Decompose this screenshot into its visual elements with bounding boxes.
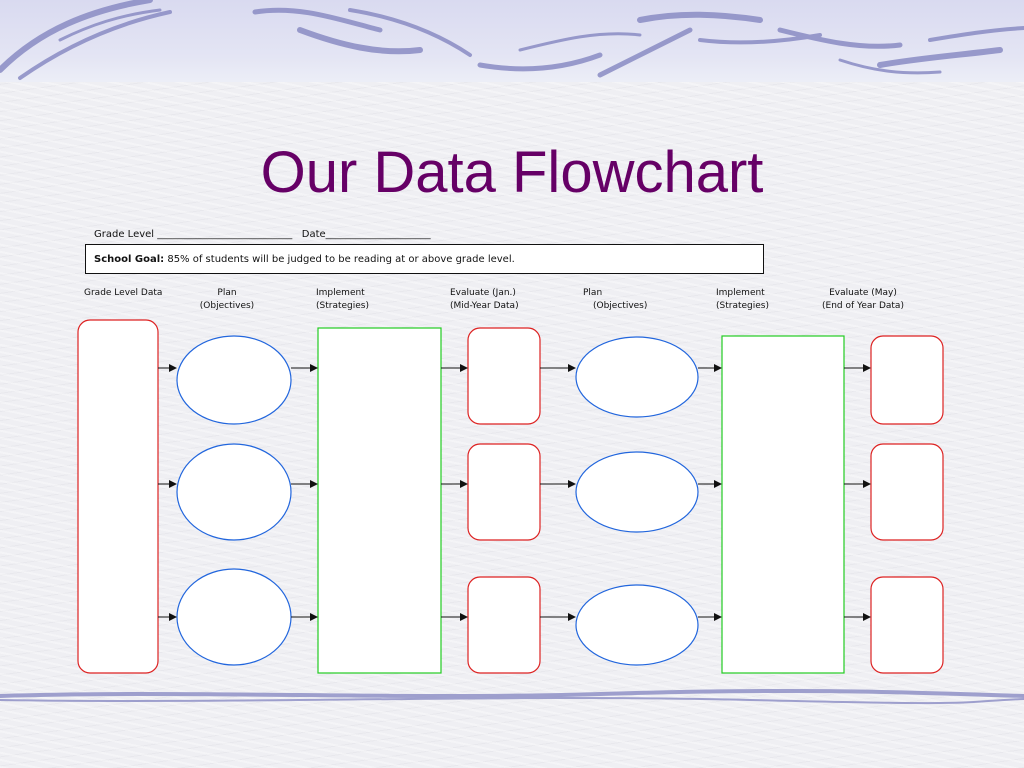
plan-objective-ellipse-2: [176, 443, 292, 541]
grade-level-data-box: [77, 319, 159, 674]
evaluate-may-box-2: [870, 443, 944, 541]
decorative-bottom-band: [0, 684, 1024, 714]
plan-objective-ellipse-6: [575, 584, 699, 666]
plan-objective-ellipse-1: [176, 335, 292, 425]
column-label-grade-level-data: Grade Level Data: [84, 288, 163, 298]
school-goal-text: 85% of students will be judged to be rea…: [164, 254, 515, 265]
plan-objective-ellipse-4: [575, 336, 699, 418]
evaluate-may-box-3: [870, 576, 944, 674]
grade-level-date-line: Grade Level ___________________________ …: [94, 229, 431, 240]
implement-strategies-box-2: [721, 335, 845, 674]
column-label-plan-2: Plan(Objectives): [583, 288, 648, 311]
slide-title: Our Data Flowchart: [260, 140, 764, 205]
column-label-implement-2: Implement(Strategies): [716, 288, 769, 311]
evaluate-jan-box-2: [467, 443, 541, 541]
evaluate-may-box-1: [870, 335, 944, 425]
plan-objective-ellipse-5: [575, 451, 699, 533]
implement-strategies-box-1: [317, 327, 442, 674]
column-label-evaluate-may: Evaluate (May)(End of Year Data): [822, 288, 904, 311]
column-label-evaluate-jan: Evaluate (Jan.)(Mid-Year Data): [450, 288, 519, 311]
plan-objective-ellipse-3: [176, 568, 292, 666]
column-label-plan-1: Plan(Objectives): [199, 288, 255, 311]
evaluate-jan-box-1: [467, 327, 541, 425]
school-goal-label: School Goal:: [94, 254, 165, 265]
decorative-banner: [0, 0, 1024, 82]
evaluate-jan-box-3: [467, 576, 541, 674]
school-goal-box: School Goal: 85% of students will be jud…: [85, 244, 764, 274]
column-label-implement-1: Implement(Strategies): [316, 288, 369, 311]
